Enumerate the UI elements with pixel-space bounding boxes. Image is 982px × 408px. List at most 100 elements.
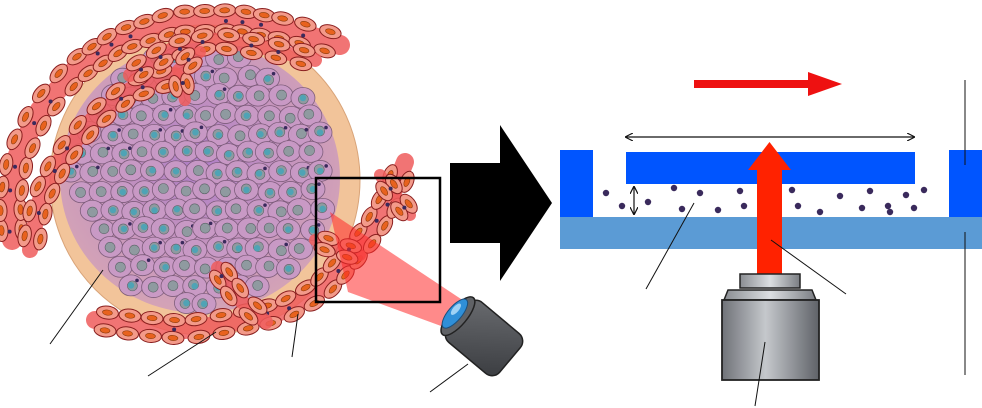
leader-line-endothelium	[291, 313, 299, 358]
tumor-cell	[226, 237, 252, 260]
particle	[644, 198, 652, 206]
particle	[618, 202, 626, 210]
channel-left-wall	[560, 150, 593, 218]
endothelial-cell	[213, 3, 237, 18]
tumor-cell	[289, 161, 315, 184]
tumor-cell	[150, 217, 176, 240]
leader-line-laser	[770, 239, 847, 295]
endothelial-cell	[271, 11, 295, 26]
particle	[602, 189, 610, 197]
endothelial-cell	[17, 106, 34, 128]
endothelial-cell	[212, 325, 236, 341]
particle	[794, 202, 802, 210]
endothelial-cell	[44, 182, 61, 205]
leader-line-tumor	[49, 269, 104, 345]
endothelial-cell	[234, 4, 258, 20]
endothelial-cell	[190, 28, 214, 43]
tumor-cell	[172, 255, 198, 278]
tumor-cell	[268, 160, 294, 183]
endothelial-cell	[217, 27, 241, 43]
endothelial-cell	[0, 153, 14, 176]
tumor-cell	[160, 275, 186, 297]
tumor-cell	[142, 199, 167, 222]
endothelial-cell	[24, 137, 41, 159]
tumor-cell	[267, 200, 293, 223]
endothelial-cell	[319, 24, 342, 40]
particle	[902, 191, 910, 199]
tumor-cell	[164, 198, 190, 221]
tumor-cell	[307, 160, 333, 182]
tumor-cell	[255, 67, 280, 90]
endothelial-cell	[114, 19, 138, 36]
tumor-cell	[191, 292, 217, 315]
particle	[886, 208, 894, 216]
endothelial-cell	[283, 306, 305, 323]
tumor-cell	[290, 87, 316, 109]
endothelial-cell	[35, 114, 52, 137]
endothelial-cell	[153, 53, 175, 71]
endothelial-cell	[18, 156, 34, 180]
tumor-cell	[267, 121, 292, 144]
tumor-cell	[107, 255, 133, 278]
tumor-cell	[275, 218, 301, 241]
endothelial-cell	[116, 326, 139, 341]
tumor-cell	[244, 275, 270, 298]
particle	[920, 186, 928, 194]
leader-line-camera	[429, 363, 469, 393]
tumor-cell	[141, 236, 167, 259]
tumor-cell	[288, 237, 313, 260]
endothelial-cell	[31, 83, 51, 104]
endothelial-cell	[360, 206, 378, 228]
tumor-cell	[193, 65, 219, 88]
tumor-cell	[206, 124, 232, 147]
camera-objective-icon	[440, 296, 524, 377]
tumor-cell	[182, 198, 208, 220]
tumor-cell	[224, 198, 250, 221]
tumor-cell	[151, 178, 177, 201]
tumor-cell	[118, 274, 144, 297]
endothelial-cell	[193, 3, 217, 19]
endothelial-cell	[313, 43, 336, 59]
tumor-cell	[194, 105, 220, 128]
tumor-cell	[192, 178, 218, 201]
endothelial-cell	[187, 329, 211, 345]
tumor-cell	[174, 292, 199, 314]
leader-line-particle	[645, 202, 695, 290]
vessel-lumen	[86, 153, 414, 339]
tumor-cell	[255, 256, 281, 278]
leader-line-vessel	[147, 331, 217, 377]
tumor-cell	[118, 159, 144, 182]
endothelial-cell	[92, 54, 114, 72]
particle	[910, 204, 918, 212]
endothelial-cell	[17, 224, 32, 248]
endothelial-cell	[33, 227, 48, 251]
endothelial-cell	[39, 155, 56, 178]
tumor-cell	[110, 181, 136, 203]
tumor-cell	[100, 160, 125, 183]
vessel-lumen	[22, 67, 183, 258]
tumor-cell	[152, 103, 178, 126]
tumor-cell	[100, 199, 126, 221]
particle	[678, 205, 686, 213]
tumor-cell	[100, 124, 126, 146]
endothelial-cell	[0, 175, 10, 199]
tumor-cell	[276, 140, 302, 163]
endothelial-cell	[66, 48, 88, 66]
region-of-interest-box	[314, 176, 442, 304]
particle	[740, 202, 748, 210]
tumor-cell	[141, 276, 167, 298]
tumor-cell	[278, 105, 304, 128]
tumor-cell	[307, 121, 333, 144]
endothelial-cell	[238, 307, 259, 326]
tumor-cell	[164, 236, 189, 259]
tumor-cell	[182, 275, 208, 298]
endothelial-cell	[399, 170, 415, 193]
right-arrow-icon	[450, 125, 552, 281]
tumor-cell	[298, 141, 324, 163]
microfluidic-channel-panel	[560, 72, 982, 407]
tumor-cell	[236, 140, 262, 163]
endothelial-cell	[68, 115, 87, 136]
endothelial-cell	[231, 277, 249, 299]
tumor-cell	[268, 84, 294, 107]
